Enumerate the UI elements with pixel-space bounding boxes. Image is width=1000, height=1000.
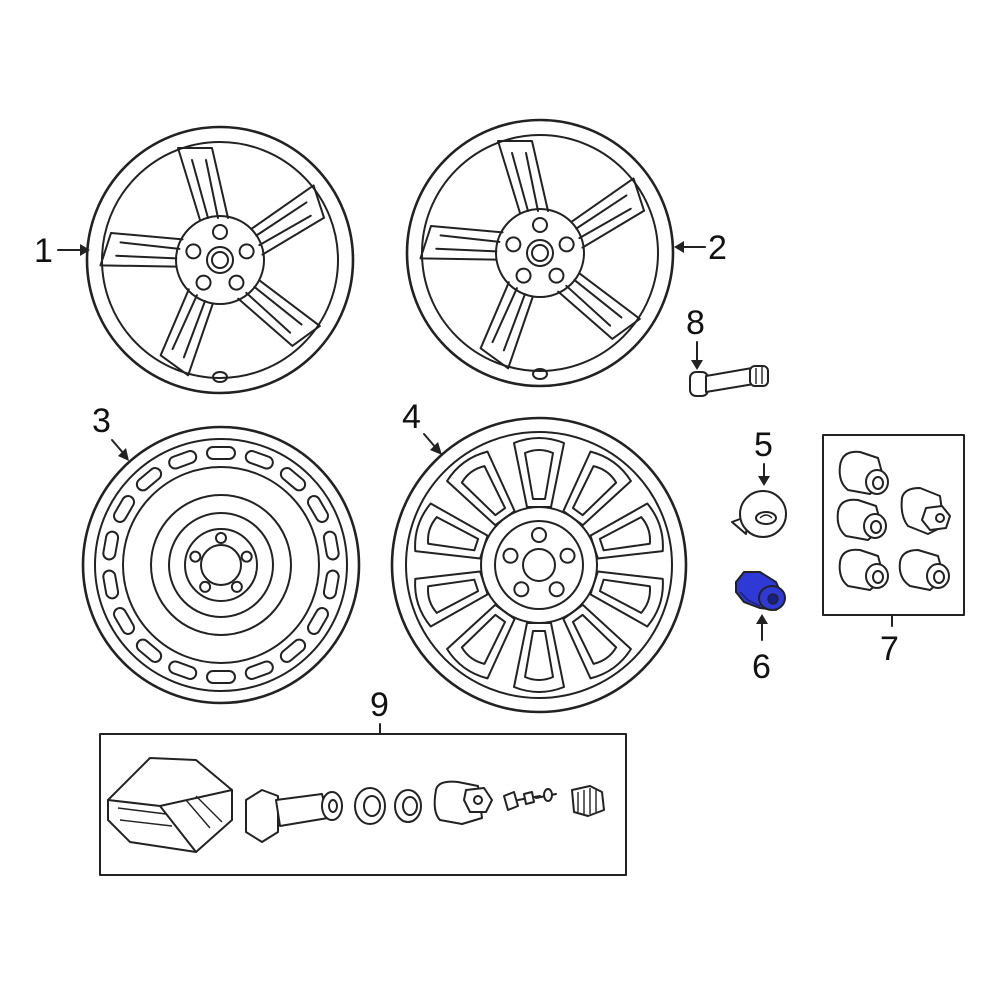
steel-spare-wheel-3[interactable] bbox=[81, 425, 361, 705]
center-cap-5[interactable] bbox=[731, 490, 787, 538]
svg-text:7: 7 bbox=[880, 630, 899, 668]
callout-1: 1 bbox=[34, 232, 90, 270]
svg-text:5: 5 bbox=[754, 426, 773, 464]
callout-6: 6 bbox=[752, 614, 771, 686]
svg-text:4: 4 bbox=[402, 398, 421, 436]
tpms-valve-stem bbox=[245, 789, 343, 843]
lock-nut-b bbox=[836, 498, 887, 541]
svg-text:2: 2 bbox=[708, 229, 727, 267]
tpms-washer bbox=[394, 789, 422, 823]
alloy-wheel-2[interactable] bbox=[405, 118, 675, 388]
tpms-sensor-kit-9[interactable] bbox=[99, 733, 627, 876]
lock-nut-d bbox=[898, 549, 950, 591]
callout-5: 5 bbox=[754, 426, 773, 486]
lock-nut-key bbox=[900, 487, 951, 535]
tpms-valve-core bbox=[503, 788, 557, 811]
svg-text:3: 3 bbox=[92, 402, 111, 440]
callout-3: 3 bbox=[92, 402, 129, 461]
svg-text:8: 8 bbox=[686, 304, 705, 342]
wheel-lug-nut-6[interactable] bbox=[735, 571, 786, 612]
callout-9: 9 bbox=[370, 686, 389, 735]
multi-spoke-wheel-4[interactable] bbox=[390, 416, 688, 714]
callout-7: 7 bbox=[880, 614, 899, 668]
svg-text:9: 9 bbox=[370, 686, 389, 724]
lock-nut-c bbox=[838, 548, 889, 591]
valve-stem-8[interactable] bbox=[689, 365, 769, 397]
tpms-sensor-module bbox=[107, 757, 233, 853]
tpms-valve-cap bbox=[571, 785, 605, 817]
locking-lug-nut-set-7[interactable] bbox=[822, 434, 965, 616]
callout-8: 8 bbox=[686, 304, 705, 370]
svg-text:1: 1 bbox=[34, 232, 53, 270]
lock-nut-a bbox=[838, 450, 889, 495]
tpms-nut bbox=[433, 780, 493, 825]
svg-text:6: 6 bbox=[752, 648, 771, 686]
tpms-grommet bbox=[354, 787, 386, 825]
alloy-wheel-1[interactable] bbox=[85, 125, 355, 395]
callout-4: 4 bbox=[402, 398, 442, 455]
callout-2: 2 bbox=[674, 229, 727, 267]
